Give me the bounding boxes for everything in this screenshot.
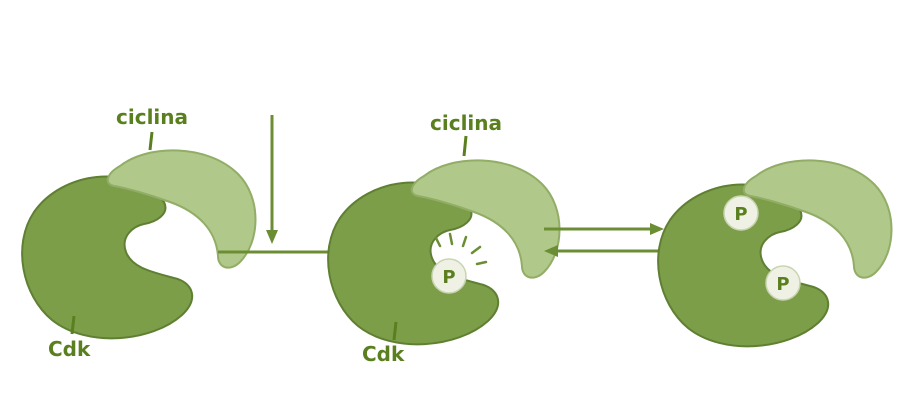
arrow-icon: [266, 115, 278, 244]
stage-3-complex: P P: [657, 159, 893, 348]
cyclin-leader-line: [148, 131, 154, 151]
phosphate-group-icon: P: [723, 195, 759, 231]
phosphate-label: P: [734, 204, 747, 225]
phosphate-label: P: [442, 267, 455, 288]
phosphate-group-icon: P: [765, 265, 801, 301]
cyclin-leader-line: [462, 135, 468, 157]
stage-2-complex: P ciclina Cdk: [327, 111, 561, 366]
cyclin-label: ciclina: [116, 105, 188, 129]
cdk-label: Cdk: [48, 337, 91, 361]
phosphate-label: P: [776, 274, 789, 295]
cdk-leader-line: [392, 321, 398, 341]
phosphate-highlight-rays: [434, 232, 488, 266]
equilibrium-arrows-icon: [544, 223, 664, 257]
phosphate-group-icon: P: [431, 258, 467, 294]
cdk-leader-line: [70, 315, 76, 335]
stage-1-complex: ciclina Cdk: [21, 105, 257, 361]
cdk-label: Cdk: [362, 342, 405, 366]
cyclin-label: ciclina: [430, 111, 502, 135]
